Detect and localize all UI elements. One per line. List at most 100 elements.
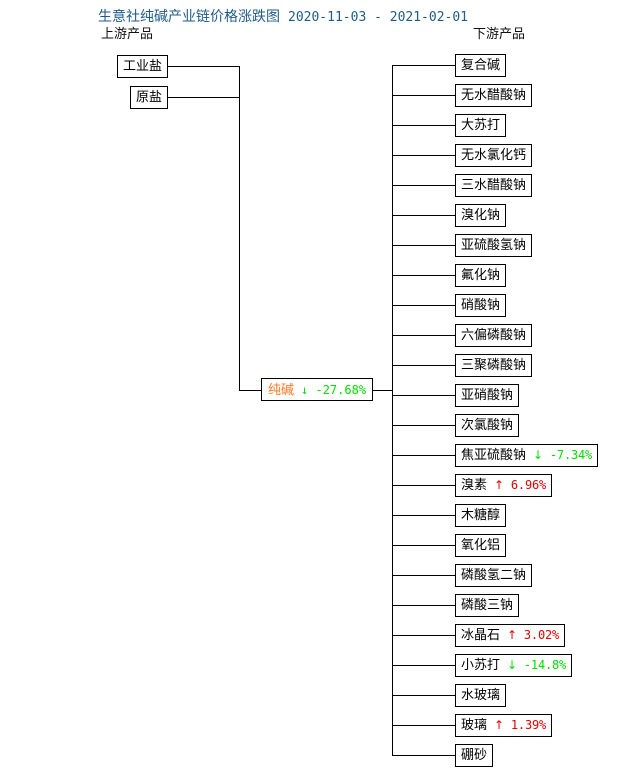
downstream-node-label: 亚硝酸钠	[461, 387, 514, 403]
downstream-node-9[interactable]: 硝酸钠	[455, 293, 507, 317]
downstream-node-label: 玻璃	[461, 717, 488, 733]
downstream-node-label: 氧化铝	[461, 537, 501, 553]
downstream-node-label: 木糖醇	[461, 507, 501, 523]
downstream-node-change: ↑ 1.39%	[494, 717, 547, 732]
connector-line-horizontal	[392, 515, 455, 516]
downstream-node-label: 次氯酸钠	[461, 417, 514, 433]
date-range-label: 2020-11-03 - 2021-02-01	[288, 10, 469, 25]
downstream-node-label: 六偏磷酸钠	[461, 327, 527, 343]
up-arrow-icon: ↑	[494, 717, 504, 732]
connector-line-horizontal	[392, 335, 455, 336]
downstream-node-22[interactable]: 水玻璃	[455, 683, 507, 707]
connector-line-horizontal	[392, 665, 455, 666]
upstream-node-1[interactable]: 工业盐	[116, 54, 168, 78]
connector-line-horizontal	[392, 305, 455, 306]
connector-line-horizontal	[392, 725, 455, 726]
focus-node-change: ↓ -27.68%	[301, 383, 367, 397]
focus-node-label: 纯碱	[268, 383, 295, 398]
connector-line-horizontal	[373, 389, 392, 391]
connector-line-horizontal	[392, 155, 455, 156]
downstream-node-24[interactable]: 硼砂	[455, 743, 494, 767]
connector-line-vertical	[392, 65, 393, 755]
downstream-node-15[interactable]: 溴素 ↑ 6.96%	[455, 473, 553, 497]
downstream-node-13[interactable]: 次氯酸钠	[455, 413, 520, 437]
upstream-node-label: 工业盐	[122, 58, 162, 74]
focus-node-chunjian[interactable]: 纯碱 ↓ -27.68%	[261, 378, 374, 401]
downstream-node-23[interactable]: 玻璃 ↑ 1.39%	[455, 713, 553, 737]
down-arrow-icon: ↓	[507, 657, 517, 672]
up-arrow-icon: ↑	[494, 477, 504, 492]
connector-line-horizontal	[392, 125, 455, 126]
downstream-node-label: 磷酸三钠	[461, 597, 514, 613]
upstream-node-2[interactable]: 原盐	[129, 85, 168, 109]
downstream-node-1[interactable]: 复合碱	[455, 53, 507, 77]
connector-line-horizontal	[239, 389, 261, 391]
downstream-node-5[interactable]: 三水醋酸钠	[455, 173, 533, 197]
connector-line-horizontal	[168, 66, 239, 67]
downstream-node-16[interactable]: 木糖醇	[455, 503, 507, 527]
downstream-node-label: 复合碱	[461, 57, 501, 73]
downstream-node-4[interactable]: 无水氯化钙	[455, 143, 533, 167]
connector-line-horizontal	[392, 605, 455, 606]
connector-line-horizontal	[392, 65, 455, 66]
downstream-node-label: 水玻璃	[461, 687, 501, 703]
upstream-column-heading: 上游产品	[101, 27, 154, 42]
downstream-node-11[interactable]: 三聚磷酸钠	[455, 353, 533, 377]
upstream-node-label: 原盐	[135, 89, 162, 105]
down-arrow-icon: ↓	[533, 447, 543, 462]
downstream-node-label: 小苏打	[461, 657, 501, 673]
connector-line-horizontal	[392, 755, 455, 756]
connector-line-horizontal	[392, 545, 455, 546]
downstream-node-17[interactable]: 氧化铝	[455, 533, 507, 557]
downstream-column-heading: 下游产品	[473, 27, 526, 42]
connector-line-horizontal	[392, 185, 455, 186]
connector-line-horizontal	[392, 635, 455, 636]
downstream-node-19[interactable]: 磷酸三钠	[455, 593, 520, 617]
downstream-node-10[interactable]: 六偏磷酸钠	[455, 323, 533, 347]
chart-title-bar: 生意社纯碱产业链价格涨跌图 2020-11-03 - 2021-02-01	[98, 8, 468, 26]
downstream-node-change: ↑ 3.02%	[507, 627, 560, 642]
connector-line-horizontal	[392, 215, 455, 216]
up-arrow-icon: ↑	[507, 627, 517, 642]
connector-line-horizontal	[392, 455, 455, 456]
connector-line-horizontal	[392, 575, 455, 576]
downstream-node-label: 冰晶石	[461, 627, 501, 643]
connector-line-horizontal	[392, 395, 455, 396]
downstream-node-7[interactable]: 亚硫酸氢钠	[455, 233, 533, 257]
downstream-node-label: 大苏打	[461, 117, 501, 133]
connector-line-horizontal	[392, 485, 455, 486]
downstream-node-8[interactable]: 氟化钠	[455, 263, 507, 287]
downstream-node-label: 硼砂	[461, 747, 488, 763]
downstream-node-14[interactable]: 焦亚硫酸钠 ↓ -7.34%	[455, 443, 599, 467]
connector-line-horizontal	[392, 95, 455, 96]
downstream-node-3[interactable]: 大苏打	[455, 113, 507, 137]
downstream-node-label: 无水氯化钙	[461, 147, 527, 163]
connector-line-horizontal	[392, 275, 455, 276]
downstream-node-label: 无水醋酸钠	[461, 87, 527, 103]
downstream-node-label: 三聚磷酸钠	[461, 357, 527, 373]
connector-line-horizontal	[392, 695, 455, 696]
downstream-node-6[interactable]: 溴化钠	[455, 203, 507, 227]
downstream-node-21[interactable]: 小苏打 ↓ -14.8%	[455, 653, 573, 677]
connector-line-horizontal	[392, 365, 455, 366]
downstream-node-18[interactable]: 磷酸氢二钠	[455, 563, 533, 587]
downstream-node-label: 亚硫酸氢钠	[461, 237, 527, 253]
downstream-node-label: 溴化钠	[461, 207, 501, 223]
downstream-node-change: ↑ 6.96%	[494, 477, 547, 492]
connector-line-vertical	[239, 66, 240, 390]
downstream-node-label: 硝酸钠	[461, 297, 501, 313]
downstream-node-12[interactable]: 亚硝酸钠	[455, 383, 520, 407]
connector-line-horizontal	[168, 97, 239, 98]
downstream-node-label: 三水醋酸钠	[461, 177, 527, 193]
downstream-node-change: ↓ -7.34%	[533, 447, 593, 462]
downstream-node-20[interactable]: 冰晶石 ↑ 3.02%	[455, 623, 566, 647]
downstream-node-label: 溴素	[461, 477, 488, 493]
downstream-node-change: ↓ -14.8%	[507, 657, 567, 672]
downstream-node-label: 焦亚硫酸钠	[461, 447, 527, 463]
downstream-node-2[interactable]: 无水醋酸钠	[455, 83, 533, 107]
downstream-node-label: 磷酸氢二钠	[461, 567, 527, 583]
connector-line-horizontal	[392, 245, 455, 246]
connector-line-horizontal	[392, 425, 455, 426]
downstream-node-label: 氟化钠	[461, 267, 501, 283]
page-title: 生意社纯碱产业链价格涨跌图	[98, 9, 280, 25]
